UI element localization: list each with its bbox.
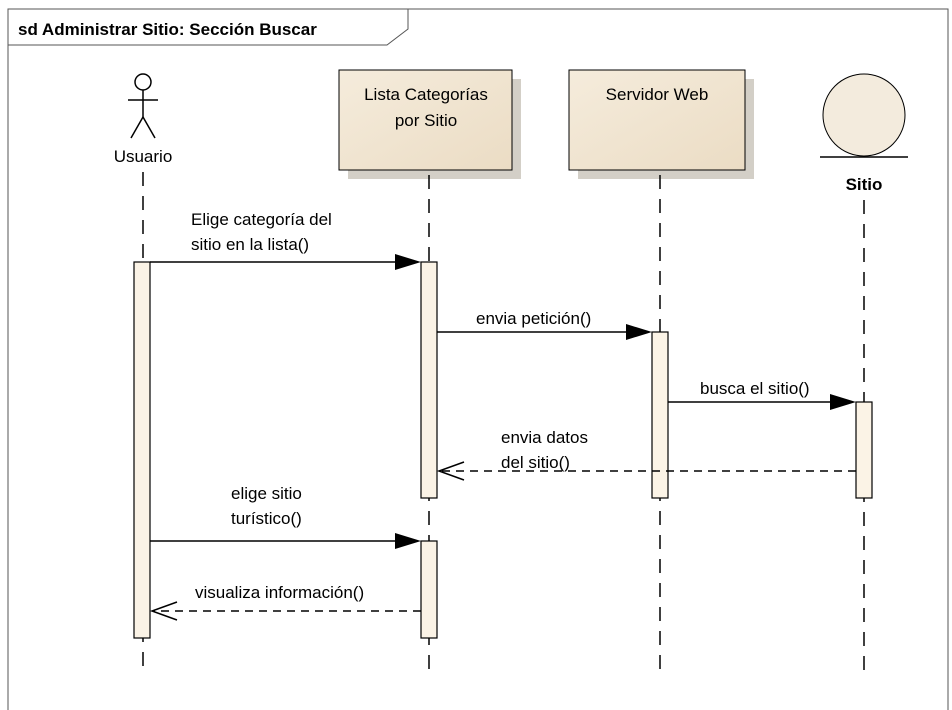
message-label: busca el sitio() [700, 379, 810, 398]
activation-usuario [133, 261, 151, 639]
lifeline-box-servidor [568, 69, 746, 171]
message-label: turístico() [231, 509, 302, 528]
lifeline-label-lista-2: por Sitio [395, 111, 457, 130]
lifeline-label-sitio: Sitio [846, 175, 883, 194]
arrowhead-filled [830, 394, 856, 410]
message-m4: envia datos del sitio() [436, 428, 856, 481]
message-m2: envia petición() [437, 309, 652, 340]
actor-icon [128, 73, 158, 139]
lifeline-label-usuario: Usuario [114, 147, 173, 166]
message-label: visualiza información() [195, 583, 364, 602]
lifeline-lista: Lista Categorías por Sitio [338, 69, 521, 672]
arrowhead-open [149, 601, 178, 621]
activation-servidor [651, 331, 669, 499]
frame-title-tab [7, 8, 409, 46]
lifeline-usuario: Usuario [114, 73, 173, 672]
lifeline-servidor: Servidor Web [568, 69, 754, 672]
message-label: elige sitio [231, 484, 302, 503]
message-m1: Elige categoría del sitio en la lista() [150, 210, 421, 270]
lifeline-box-lista [338, 69, 513, 171]
activation-sitio [855, 401, 873, 499]
message-label: envia datos [501, 428, 588, 447]
diagram-frame: sd Administrar Sitio: Sección Buscar [7, 8, 949, 710]
arrowhead-open [436, 461, 465, 481]
lifeline-sitio: Sitio [820, 73, 908, 672]
entity-icon [822, 73, 906, 157]
arrowhead-filled [626, 324, 652, 340]
arrowhead-filled [395, 254, 421, 270]
message-label: envia petición() [476, 309, 591, 328]
lifeline-label-servidor: Servidor Web [606, 85, 709, 104]
lifeline-label-lista-1: Lista Categorías [364, 85, 488, 104]
message-label: sitio en la lista() [191, 235, 309, 254]
message-label: Elige categoría del [191, 210, 332, 229]
arrowhead-filled [395, 533, 421, 549]
message-m6: visualiza información() [149, 583, 421, 621]
activation-lista-1 [420, 261, 438, 499]
message-m3: busca el sitio() [668, 379, 856, 410]
frame-title: sd Administrar Sitio: Sección Buscar [18, 20, 317, 39]
message-m5: elige sitio turístico() [150, 484, 421, 549]
message-label: del sitio() [501, 453, 570, 472]
activation-lista-2 [420, 540, 438, 639]
